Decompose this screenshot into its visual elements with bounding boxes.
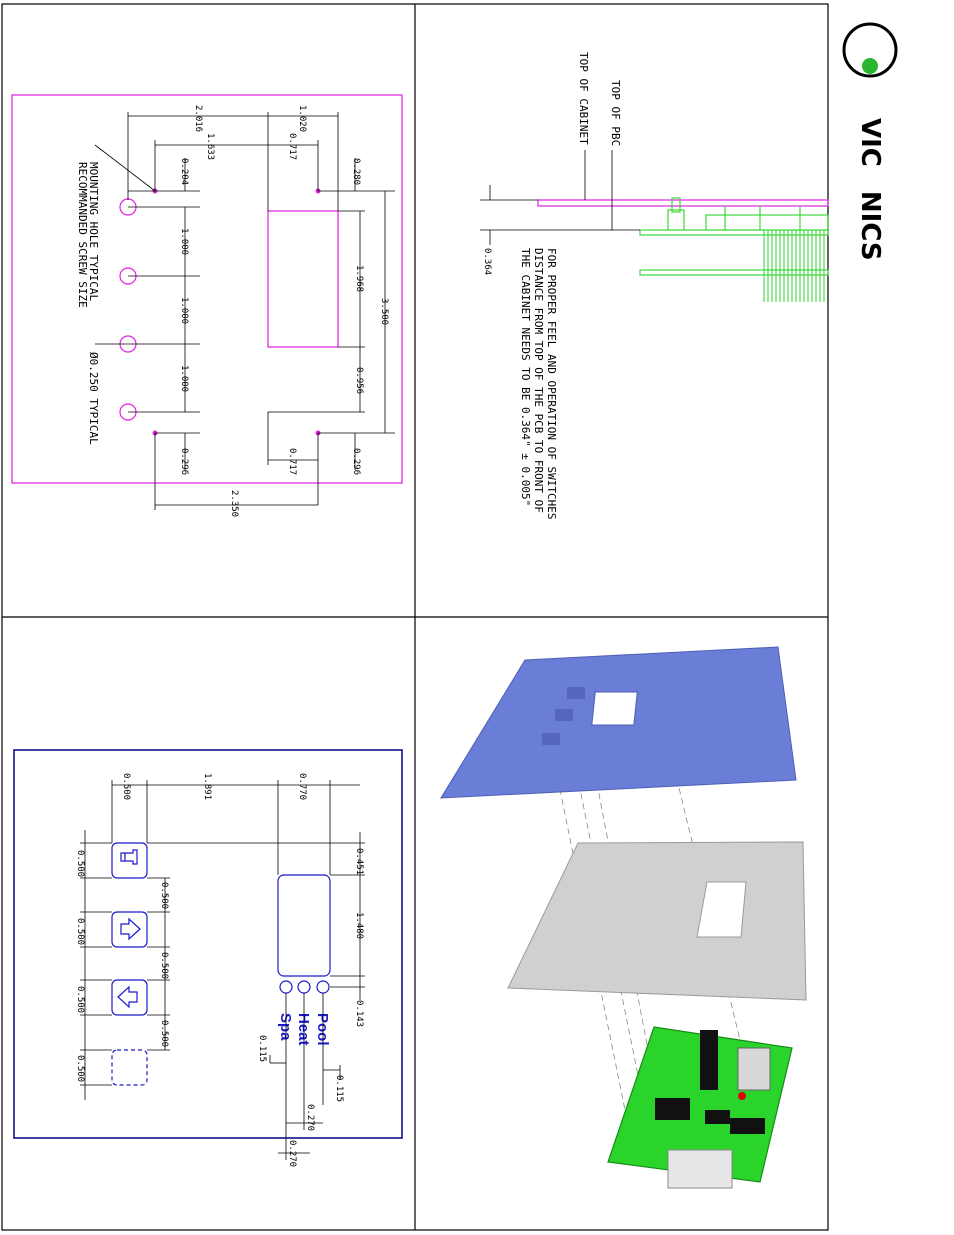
note-screw-size: RECOMMANDED SCREW SIZE xyxy=(76,162,89,308)
pcb-pins xyxy=(763,230,825,302)
dim-1000-a: 1.000 xyxy=(179,228,189,255)
dim-1000-b: 1.000 xyxy=(179,297,189,324)
faceplate-key-1 xyxy=(567,687,585,699)
mounting-holes xyxy=(119,198,137,421)
label-top-of-pbc: TOP OF PBC xyxy=(609,80,622,146)
dim-right-0143: 0.143 xyxy=(354,1000,364,1027)
panel-cutout-drawing: 2.016 1.020 1.633 0.717 0.204 0.280 1.00… xyxy=(11,94,403,517)
dim-bottom-0115-a: 0.115 xyxy=(257,1035,267,1062)
dim-bottom-0115-b: 0.115 xyxy=(334,1075,344,1102)
arrow-down-icon xyxy=(120,917,141,941)
pool-led xyxy=(316,980,330,994)
arrow-up-icon xyxy=(117,985,138,1009)
mounting-insert xyxy=(507,841,807,1001)
hand-button xyxy=(111,842,148,879)
dim-0280: 0.280 xyxy=(351,158,361,185)
cabinet-section xyxy=(537,199,829,207)
faceplate-key-3 xyxy=(542,733,560,745)
dim-3500: 3.500 xyxy=(379,298,389,325)
label-heat: Heat xyxy=(295,1013,312,1046)
dim-mid-0500-b: 0.500 xyxy=(159,952,169,979)
dim-right-0451: 0.451 xyxy=(354,848,364,875)
dim-right-1480: 1.480 xyxy=(354,912,364,939)
faceplate-dimension-lines xyxy=(80,780,365,1160)
logo-ring xyxy=(842,22,898,78)
button-symbols xyxy=(117,849,141,1009)
label-top-of-cabinet: TOP OF CABINET xyxy=(577,52,590,145)
dim-2350: 2.350 xyxy=(229,490,239,517)
blank-button xyxy=(111,1049,148,1086)
dim-top-0770: 0.770 xyxy=(297,773,307,800)
dim-1000-c: 1.000 xyxy=(179,365,189,392)
pcb-chip-1 xyxy=(655,1098,690,1120)
note-switch-2: DISTANCE FROM TOP OF THE PCB TO FRONT OF xyxy=(532,248,545,513)
dim-left-0500-b: 0.500 xyxy=(75,918,85,945)
dim-1968: 1.968 xyxy=(354,265,364,292)
dim-0296-left: 0.296 xyxy=(179,448,189,475)
dim-0296-right: 0.296 xyxy=(351,448,361,475)
dim-1020: 1.020 xyxy=(297,105,307,132)
note-hole-diameter: Ø0.250 TYPICAL xyxy=(87,352,100,445)
dim-left-0500-c: 0.500 xyxy=(75,986,85,1013)
dim-1633: 1.633 xyxy=(205,133,215,160)
dim-2016: 2.016 xyxy=(193,105,203,132)
dim-bottom-0270-b: 0.270 xyxy=(287,1140,297,1167)
label-spa: Spa xyxy=(277,1013,294,1041)
pcb-display-module xyxy=(737,1047,771,1091)
logo-green-dot xyxy=(862,58,878,74)
dimension-labels: 2.016 1.020 1.633 0.717 0.204 0.280 1.00… xyxy=(76,105,389,517)
indicator-leds xyxy=(279,980,330,994)
dim-0956: 0.956 xyxy=(354,367,364,394)
note-mounting-hole: MOUNTING HOLE TYPICAL xyxy=(87,162,100,301)
hand-icon xyxy=(120,849,138,865)
faceplate-window xyxy=(591,691,638,726)
pcb-chip-large xyxy=(700,1030,718,1090)
dimension-lines xyxy=(94,112,395,510)
dim-bottom-0270-a: 0.270 xyxy=(305,1104,315,1131)
dim-0364: 0.364 xyxy=(482,248,492,275)
dim-mid-0500-c: 0.500 xyxy=(159,1020,169,1047)
panel-side-view: TOP OF PBC TOP OF CABINET 0.364 FOR PROP… xyxy=(480,52,829,520)
dim-top-1891: 1.891 xyxy=(202,773,212,800)
panel-exploded-view xyxy=(440,646,807,1189)
faceplate-outline xyxy=(13,749,403,1139)
down-arrow-button xyxy=(111,911,148,948)
insert-window xyxy=(696,881,747,938)
note-switch-1: FOR PROPER FEEL AND OPERATION OF SWITCHE… xyxy=(545,248,558,520)
pcb-chip-2 xyxy=(705,1110,730,1124)
dim-0717-top: 0.717 xyxy=(287,133,297,160)
panel-faceplate-layout: Pool Heat Spa 0.500 xyxy=(13,749,403,1167)
pcb-chip-3 xyxy=(730,1118,765,1134)
faceplate-key-2 xyxy=(555,709,573,721)
display-cutout xyxy=(267,210,339,348)
up-arrow-button xyxy=(111,979,148,1016)
viconics-logo: VICNICS xyxy=(842,22,898,261)
dim-0717-bottom: 0.717 xyxy=(287,448,297,475)
heat-led xyxy=(297,980,311,994)
pcb-section xyxy=(639,197,829,276)
dim-0204: 0.204 xyxy=(179,158,189,185)
sheet-frame xyxy=(1,3,829,1231)
side-dimension-lines xyxy=(480,150,640,245)
dim-left-0500-a: 0.500 xyxy=(75,850,85,877)
button-outlines xyxy=(111,842,148,1086)
cutout-outline xyxy=(11,94,403,484)
note-switch-3: THE CABINET NEEDS TO BE 0.364" ± 0.005" xyxy=(519,248,532,506)
corner-markers xyxy=(152,188,321,436)
faceplate-dimension-labels: 0.500 1.891 0.770 0.451 1.480 0.143 0.50… xyxy=(75,773,364,1167)
dim-left-0500-d: 0.500 xyxy=(75,1055,85,1082)
dim-top-0500: 0.500 xyxy=(121,773,131,800)
pcb-ribbon-connector xyxy=(667,1149,733,1189)
spa-led xyxy=(279,980,293,994)
pcb-led-red xyxy=(738,1092,746,1100)
dim-mid-0500-a: 0.500 xyxy=(159,882,169,909)
label-pool: Pool xyxy=(314,1013,331,1046)
logo-text: VICNICS xyxy=(855,118,885,261)
display-window xyxy=(277,874,331,977)
